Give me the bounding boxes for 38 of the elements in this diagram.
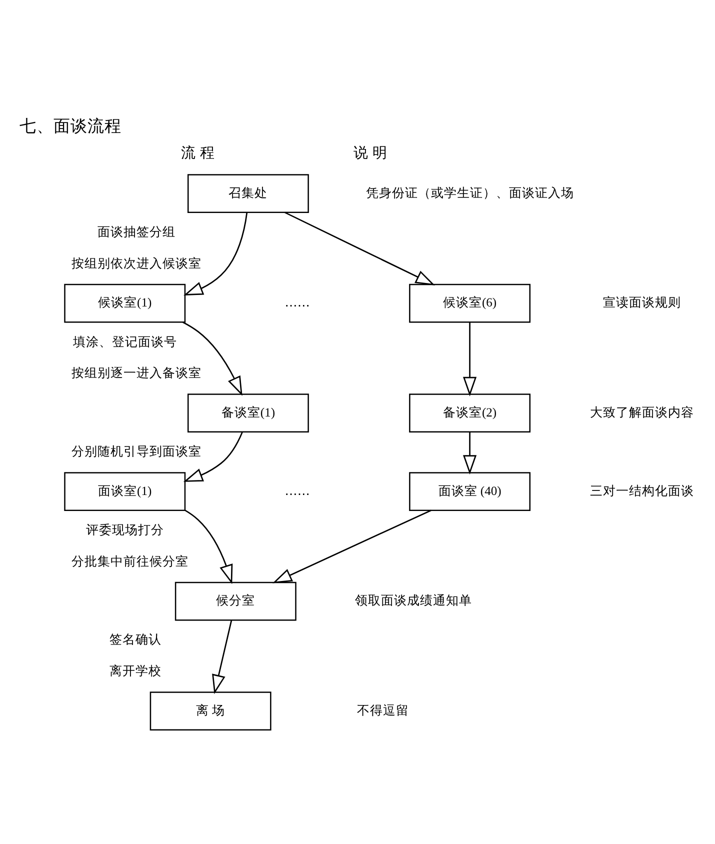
label: 不得逗留 [357,702,410,718]
arrow [184,510,233,584]
node-box: 离 场 [150,692,272,730]
label: 领取面谈成绩通知单 [354,592,472,608]
node-box: 候分室 [174,582,296,621]
node-box: 候谈室(6) [409,284,531,323]
label: 三对一结构化面谈 [590,482,694,498]
label: 面谈抽签分组 [97,224,176,240]
label: 分批集中前往候分室 [72,553,189,568]
label: 按组别逐一进入备谈室 [71,365,202,380]
arrow [212,620,232,694]
arrow [284,212,435,286]
label: 大致了解面谈内容 [590,404,694,420]
node-box: 面谈室(1) [64,472,186,511]
node-box: 面谈室 (40) [409,472,531,511]
label: 分别随机引导到面谈室 [71,444,202,459]
node-box: 备谈室(1) [187,394,309,433]
label: 说 明 [354,145,388,162]
label: 宣读面谈规则 [603,294,682,310]
label: 离开学校 [109,663,162,678]
label: 签名确认 [109,632,162,647]
node-box: 召集处 [187,174,309,214]
label: 填涂、登记面谈号 [72,334,177,349]
label: 按组别依次进入候谈室 [71,255,202,270]
label: 凭身份证（或学生证）、面谈证入场 [366,184,574,200]
label: 评委现场打分 [86,522,164,537]
node-box: 备谈室(2) [409,394,531,433]
arrow [183,432,243,482]
arrow [184,212,248,296]
label: …… [284,294,310,310]
node-box: 候谈室(1) [64,284,186,323]
diagram-title: 七、面谈流程 [20,116,122,136]
label: 流 程 [181,145,215,162]
arrow [462,432,477,475]
arrow [272,510,432,584]
arrow [462,322,477,396]
arrow [182,322,242,396]
label: …… [284,482,310,498]
